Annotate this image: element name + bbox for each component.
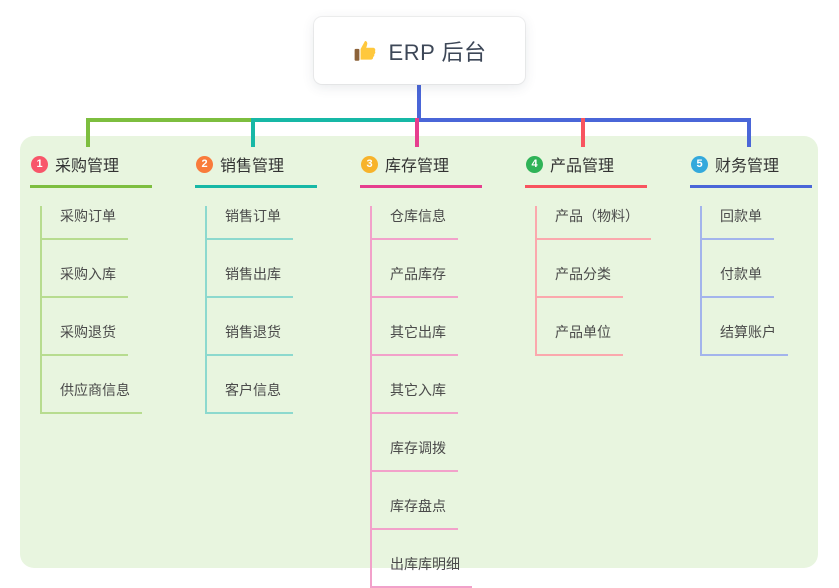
branch-sales: 2 销售管理 销售订单 销售出库 销售退货 客户信息: [195, 148, 317, 414]
branch-children-inventory: 仓库信息 产品库存 其它出库 其它入库 库存调拨 库存盘点 出库库明细: [370, 206, 472, 588]
child-node[interactable]: 付款单: [702, 264, 774, 298]
branches-panel: [20, 136, 818, 568]
child-node[interactable]: 出库库明细: [372, 554, 472, 588]
drop-connector-product: [581, 118, 585, 147]
child-node[interactable]: 其它入库: [372, 380, 458, 414]
drop-connector-inventory: [415, 118, 419, 147]
branch-children-purchase: 采购订单 采购入库 采购退货 供应商信息: [40, 206, 142, 414]
drop-connector-sales: [251, 118, 255, 147]
child-node[interactable]: 库存盘点: [372, 496, 458, 530]
drop-connector-purchase: [86, 118, 90, 147]
child-node[interactable]: 产品单位: [537, 322, 623, 356]
child-node[interactable]: 销售出库: [207, 264, 293, 298]
branch-number-badge: 4: [526, 155, 543, 173]
branch-finance: 5 财务管理 回款单 付款单 结算账户: [690, 148, 812, 356]
branch-label: 产品管理: [550, 158, 615, 175]
child-node[interactable]: 产品分类: [537, 264, 623, 298]
branch-number-badge: 3: [361, 155, 378, 173]
branch-children-product: 产品（物料） 产品分类 产品单位: [535, 206, 651, 356]
branch-label: 采购管理: [55, 158, 120, 175]
root-stem-connector: [417, 84, 421, 120]
branch-children-finance: 回款单 付款单 结算账户: [700, 206, 788, 356]
bus-connector-sales: [254, 118, 417, 122]
child-node[interactable]: 销售订单: [207, 206, 293, 240]
branch-node-inventory[interactable]: 3 库存管理: [360, 148, 482, 188]
child-node[interactable]: 采购入库: [42, 264, 128, 298]
child-node[interactable]: 销售退货: [207, 322, 293, 356]
thumbs-up-icon: [353, 38, 379, 64]
child-node[interactable]: 库存调拨: [372, 438, 458, 472]
root-node[interactable]: ERP 后台: [314, 17, 525, 84]
branch-node-finance[interactable]: 5 财务管理: [690, 148, 812, 188]
branch-number-badge: 5: [691, 155, 708, 173]
branch-label: 销售管理: [220, 158, 285, 175]
child-node[interactable]: 回款单: [702, 206, 774, 240]
branch-label: 财务管理: [715, 158, 780, 175]
child-node[interactable]: 产品库存: [372, 264, 458, 298]
branch-purchase: 1 采购管理 采购订单 采购入库 采购退货 供应商信息: [30, 148, 152, 414]
root-node-label: ERP 后台: [388, 39, 487, 65]
branch-inventory: 3 库存管理 仓库信息 产品库存 其它出库 其它入库 库存调拨 库存盘点 出库库…: [360, 148, 482, 588]
child-node[interactable]: 其它出库: [372, 322, 458, 356]
branch-product: 4 产品管理 产品（物料） 产品分类 产品单位: [525, 148, 651, 356]
child-node[interactable]: 结算账户: [702, 322, 788, 356]
branch-node-purchase[interactable]: 1 采购管理: [30, 148, 152, 188]
drop-connector-finance: [747, 118, 751, 147]
child-node[interactable]: 采购订单: [42, 206, 128, 240]
branch-children-sales: 销售订单 销售出库 销售退货 客户信息: [205, 206, 293, 414]
branch-node-product[interactable]: 4 产品管理: [525, 148, 647, 188]
child-node[interactable]: 仓库信息: [372, 206, 458, 240]
branch-label: 库存管理: [385, 158, 450, 175]
branch-number-badge: 2: [196, 155, 213, 173]
child-node[interactable]: 采购退货: [42, 322, 128, 356]
branch-number-badge: 1: [31, 155, 48, 173]
child-node[interactable]: 客户信息: [207, 380, 293, 414]
child-node[interactable]: 供应商信息: [42, 380, 142, 414]
child-node[interactable]: 产品（物料）: [537, 206, 651, 240]
bus-connector-purchase: [86, 118, 254, 122]
branch-node-sales[interactable]: 2 销售管理: [195, 148, 317, 188]
